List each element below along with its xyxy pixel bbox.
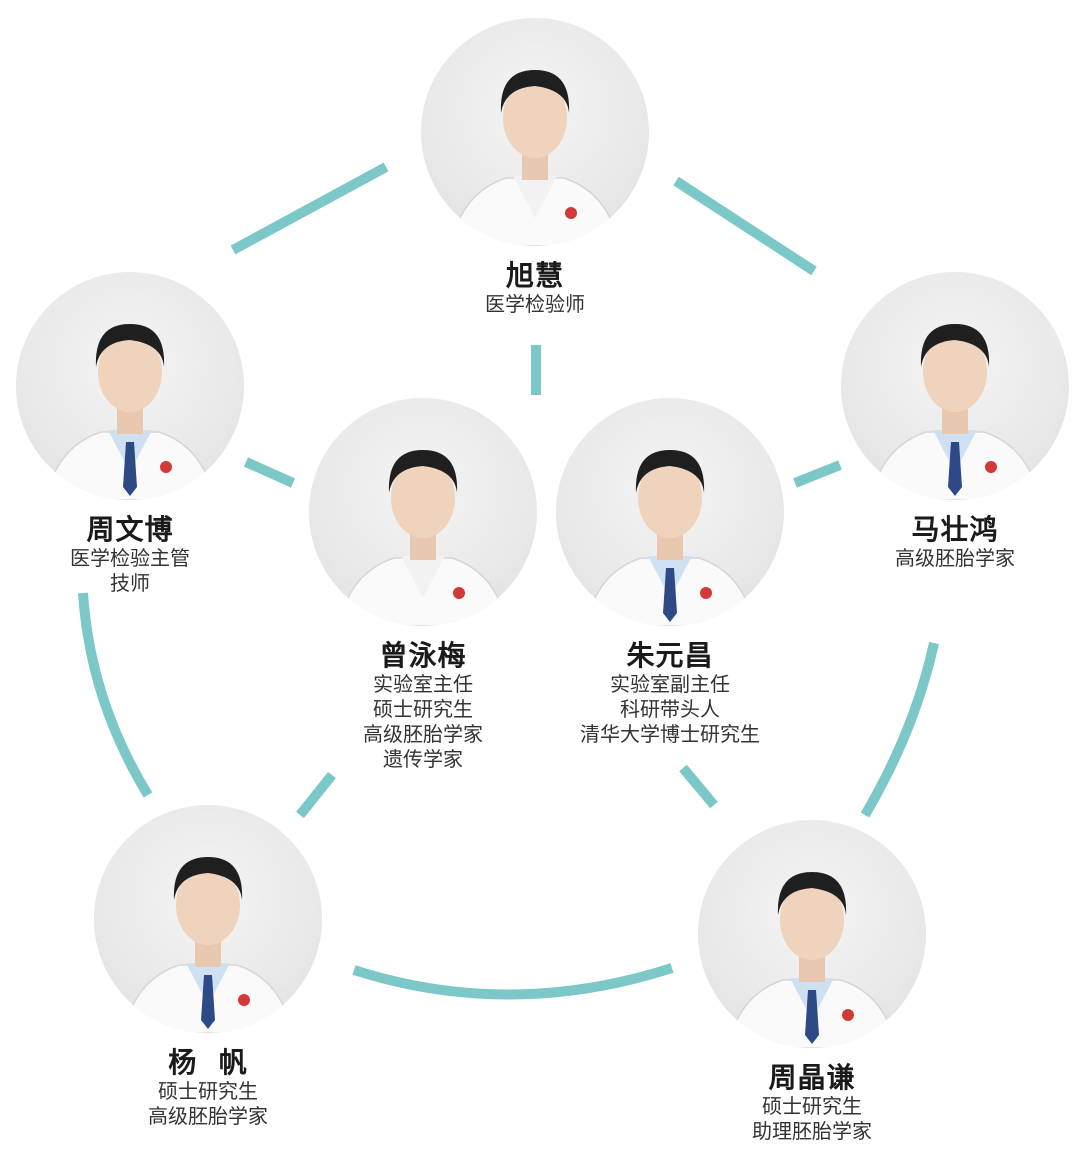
hospital-badge xyxy=(842,1009,854,1021)
face xyxy=(176,865,240,945)
face xyxy=(98,332,162,412)
member-name: 曾泳梅 xyxy=(379,639,467,672)
face xyxy=(391,458,455,538)
team-member-zhuyuanchang: 朱元昌 实验室副主任 科研带头人 清华大学博士研究生 xyxy=(520,398,820,747)
hospital-badge xyxy=(700,587,712,599)
team-member-zhouwenbo: 周文博 医学检验主管 技师 xyxy=(0,272,280,596)
member-role: 医学检验师 xyxy=(485,292,585,316)
member-role: 硕士研究生 xyxy=(158,1079,258,1103)
connector-top-right xyxy=(673,176,817,276)
collar xyxy=(513,176,557,218)
hair xyxy=(388,450,458,493)
hair xyxy=(173,857,243,900)
member-role: 技师 xyxy=(110,571,150,595)
portrait-illustration xyxy=(727,872,897,1048)
portrait-photo xyxy=(16,272,244,500)
member-name: 朱元昌 xyxy=(626,639,714,672)
member-name: 杨 帆 xyxy=(168,1046,248,1079)
portrait-photo xyxy=(698,820,926,1048)
necktie xyxy=(948,442,962,496)
member-role: 助理胚胎学家 xyxy=(752,1119,872,1143)
necktie xyxy=(201,975,215,1029)
face xyxy=(923,332,987,412)
face xyxy=(780,880,844,960)
connector-center-left xyxy=(296,771,336,819)
necktie xyxy=(805,990,819,1044)
connector-right-inner xyxy=(793,460,842,488)
member-name: 马壮鸿 xyxy=(911,513,999,546)
team-member-xuhui: 旭慧 医学检验师 xyxy=(385,18,685,317)
portrait-illustration xyxy=(45,324,215,500)
portrait-photo xyxy=(841,272,1069,500)
hospital-badge xyxy=(565,207,577,219)
face xyxy=(638,458,702,538)
member-role: 硕士研究生 xyxy=(762,1094,862,1118)
portrait-photo xyxy=(94,805,322,1033)
connector-center-right xyxy=(679,764,718,809)
portrait-illustration xyxy=(450,70,620,246)
member-role: 硕士研究生 xyxy=(373,697,473,721)
member-role: 高级胚胎学家 xyxy=(148,1104,268,1128)
hair xyxy=(500,70,570,113)
hair xyxy=(95,324,165,367)
member-role: 清华大学博士研究生 xyxy=(580,722,760,746)
connector-left-inner xyxy=(243,457,296,488)
member-role: 高级胚胎学家 xyxy=(895,546,1015,570)
team-member-zhoujingqian: 周晶谦 硕士研究生 助理胚胎学家 xyxy=(662,820,962,1144)
member-role: 实验室副主任 xyxy=(610,672,730,696)
portrait-photo xyxy=(421,18,649,246)
hair xyxy=(777,872,847,915)
connector-left-arc xyxy=(78,592,153,798)
necktie xyxy=(123,442,137,496)
portrait-illustration xyxy=(585,450,755,626)
collar xyxy=(401,556,445,598)
hair xyxy=(635,450,705,493)
team-member-mazhuanghong: 马壮鸿 高级胚胎学家 xyxy=(805,272,1080,571)
portrait-illustration xyxy=(870,324,1040,500)
member-role: 实验室主任 xyxy=(373,672,473,696)
team-member-zengyongmei: 曾泳梅 实验室主任 硕士研究生 高级胚胎学家 遗传学家 xyxy=(273,398,573,772)
connector-right-arc xyxy=(860,641,939,818)
connector-top-left xyxy=(230,162,389,255)
hospital-badge xyxy=(160,461,172,473)
hair xyxy=(920,324,990,367)
member-role: 科研带头人 xyxy=(620,697,720,721)
hospital-badge xyxy=(238,994,250,1006)
team-member-yangfan: 杨 帆 硕士研究生 高级胚胎学家 xyxy=(58,805,358,1129)
hospital-badge xyxy=(453,587,465,599)
hospital-badge xyxy=(985,461,997,473)
necktie xyxy=(663,568,677,622)
member-role: 遗传学家 xyxy=(383,747,463,771)
member-name: 旭慧 xyxy=(505,259,564,292)
member-name: 周晶谦 xyxy=(768,1061,856,1094)
member-name: 周文博 xyxy=(86,513,174,546)
portrait-photo xyxy=(556,398,784,626)
connector-bottom-arc xyxy=(352,963,674,1000)
face xyxy=(503,78,567,158)
member-role: 高级胚胎学家 xyxy=(363,722,483,746)
portrait-illustration xyxy=(338,450,508,626)
portrait-photo xyxy=(309,398,537,626)
portrait-illustration xyxy=(123,857,293,1033)
member-role: 医学检验主管 xyxy=(70,546,190,570)
